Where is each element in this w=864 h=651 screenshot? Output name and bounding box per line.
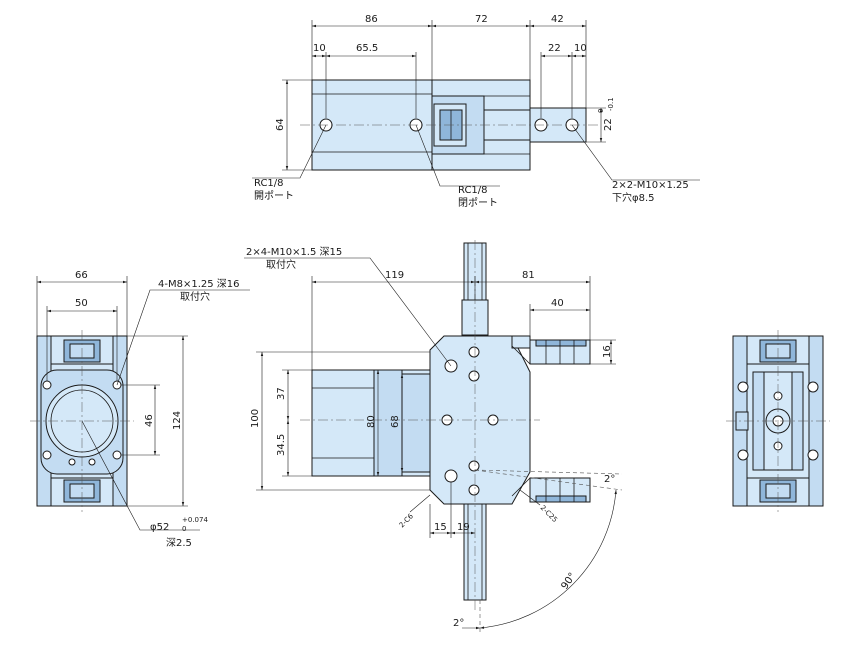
dim-37: 37 bbox=[276, 387, 287, 400]
right-hole-4 bbox=[807, 449, 819, 461]
open-port-label-1: RC1/8 bbox=[254, 178, 284, 189]
dim-22-tol: 22 bbox=[603, 118, 614, 131]
front-mount-label-1: 2×4-M10×1.5 深15 bbox=[246, 246, 342, 258]
dim-86: 86 bbox=[365, 14, 378, 25]
dim-80: 80 bbox=[366, 415, 377, 428]
dim-72: 72 bbox=[475, 14, 488, 25]
front-view: 119 81 40 16 100 37 34.5 80 68 15 19 2-C… bbox=[244, 240, 623, 634]
right-hole-2 bbox=[807, 381, 819, 393]
dim-64: 64 bbox=[275, 118, 286, 131]
dim-66: 66 bbox=[75, 270, 88, 281]
right-view bbox=[726, 330, 830, 512]
phi52: φ52 bbox=[150, 522, 169, 533]
dim-16: 16 bbox=[602, 345, 613, 358]
dim-15: 15 bbox=[434, 522, 447, 533]
dim-22: 22 bbox=[548, 43, 561, 54]
close-port-label-1: RC1/8 bbox=[458, 185, 488, 196]
right-hole-3 bbox=[737, 449, 749, 461]
dim-42: 42 bbox=[551, 14, 564, 25]
dim-10-left: 10 bbox=[313, 43, 326, 54]
left-view: 66 50 46 124 4-M8×1.25 深16 取付穴 φ52 +0.07… bbox=[30, 270, 250, 549]
dim-81: 81 bbox=[522, 270, 535, 281]
top-view: 86 72 42 10 65.5 22 10 64 22 0 -0.1 RC1/… bbox=[252, 14, 700, 209]
dim-40: 40 bbox=[551, 298, 564, 309]
angle-2-bottom: 2° bbox=[453, 618, 464, 629]
mount-hole-4 bbox=[112, 450, 122, 460]
dim-10-right: 10 bbox=[574, 43, 587, 54]
dim-119: 119 bbox=[385, 270, 404, 281]
head-hole-2 bbox=[444, 469, 458, 483]
right-hole-1 bbox=[737, 381, 749, 393]
dim-46: 46 bbox=[144, 414, 155, 427]
thread-label-2: 下穴φ8.5 bbox=[612, 191, 655, 204]
left-mount-label-1: 4-M8×1.25 深16 bbox=[158, 278, 240, 290]
chamfer-c25: 2-C25 bbox=[539, 504, 559, 524]
dim-50: 50 bbox=[75, 298, 88, 309]
mount-hole-1 bbox=[42, 380, 52, 390]
left-mount-label-2: 取付穴 bbox=[180, 290, 210, 303]
dim-124: 124 bbox=[172, 411, 183, 430]
angle-2-right: 2° bbox=[604, 474, 615, 485]
close-port-label-2: 閉ポート bbox=[458, 197, 498, 209]
thread-label-1: 2×2-M10×1.25 bbox=[612, 180, 689, 191]
open-port-label-2: 開ポート bbox=[254, 190, 294, 202]
dim-65-5: 65.5 bbox=[356, 43, 378, 54]
phi52-tol-upper: +0.074 bbox=[182, 516, 208, 524]
tol-upper: 0 bbox=[597, 109, 605, 113]
tol-lower: -0.1 bbox=[607, 97, 615, 111]
depth-2-5: 深2.5 bbox=[166, 537, 192, 549]
chamfer-c6: 2-C6 bbox=[398, 512, 416, 530]
phi52-tol-lower: 0 bbox=[182, 525, 186, 533]
angle-90: 90° bbox=[559, 571, 578, 592]
dim-34-5: 34.5 bbox=[276, 434, 287, 456]
dim-68: 68 bbox=[390, 415, 401, 428]
dim-19: 19 bbox=[457, 522, 470, 533]
dim-100: 100 bbox=[250, 409, 261, 428]
front-mount-label-2: 取付穴 bbox=[266, 258, 296, 271]
mount-hole-3 bbox=[42, 450, 52, 460]
